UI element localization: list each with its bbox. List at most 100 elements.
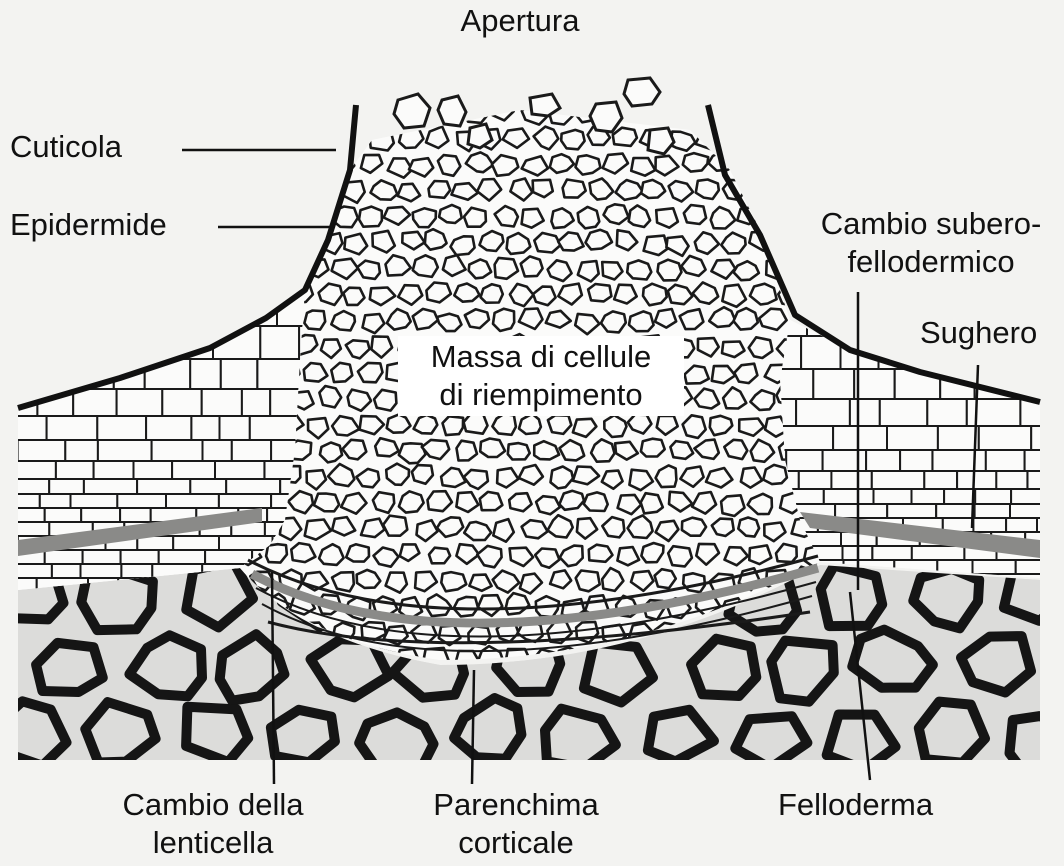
filling-cell [443,416,464,435]
filling-cell [533,180,553,197]
bark-cell [1010,504,1044,518]
bark-cell [8,461,56,479]
bark-cell [1025,450,1064,471]
bark-cell [1044,574,1064,588]
bark-cell [94,461,134,479]
filling-cell [277,154,300,175]
bark-cell [8,494,40,508]
bark-cell [98,440,152,461]
filling-cell [781,127,800,146]
bark-cell [979,426,1031,450]
bark-cell [202,389,242,416]
filling-cell [370,129,394,151]
bark-cell [121,564,152,578]
bark-cell [97,416,146,440]
bark-cell [912,546,965,560]
filling-cell [764,102,787,121]
bark-cell [172,461,215,479]
filling-cell [522,520,548,538]
filling-cell [641,543,663,562]
filling-cell [584,492,608,511]
bark-cell [1031,426,1064,450]
filling-cell [464,522,491,540]
bark-cell [159,550,205,564]
bark-cell [835,504,887,518]
bark-cell [166,290,203,326]
bark-cell [823,450,867,471]
bark-cell [221,359,257,389]
filling-cell [223,104,247,122]
filling-cell [683,105,709,124]
bark-cell [203,290,247,326]
filling-cell [266,544,287,562]
filling-cell [469,259,492,278]
label-epidermide: Epidermide [10,206,167,244]
filling-cell [752,182,774,201]
bark-cell [975,489,1011,504]
filling-cell [387,414,411,432]
filling-cell [439,205,462,223]
bark-cell [937,560,972,574]
bark-cell [781,426,834,450]
filling-cell [318,128,342,146]
label-cambio-lent-line1: Cambio della [88,786,338,824]
bark-cell [81,564,122,578]
label-apertura: Apertura [420,2,620,40]
bark-cell [77,326,107,359]
bark-cell [927,399,967,426]
bark-cell [872,546,912,560]
filling-cell [791,153,811,173]
bark-cell [796,399,850,426]
filling-cell [253,259,276,277]
bark-cell [933,450,986,471]
bark-cell [872,471,925,489]
bark-cell [887,426,938,450]
bark-cell [924,471,957,489]
filling-cell [789,103,813,122]
filling-cell [224,308,246,328]
bark-cell [121,550,159,564]
bark-cell [81,508,120,522]
bark-cell [1006,518,1037,532]
filling-cell [429,548,450,564]
filling-cell [766,207,788,228]
filling-cell [643,284,667,306]
label-sughero: Sughero [920,314,1037,352]
bark-cell [219,494,271,508]
parenchyma-cell [735,716,807,768]
filling-cell [362,103,385,124]
filling-cell [373,492,394,513]
bark-cell [0,326,42,359]
filling-cell [629,311,654,331]
filling-cell [264,129,286,148]
bark-cell [205,550,252,564]
filling-cell [658,260,682,281]
filling-cell [722,129,746,148]
filling-cell [684,205,706,224]
bark-cell [152,440,203,461]
filling-cell [641,493,663,513]
bark-cell [1028,471,1058,489]
label-felloderma: Felloderma [778,786,933,824]
filling-cell [302,208,325,227]
bark-cell [47,416,98,440]
bark-cell [43,290,82,326]
label-cambio-della-lenticella: Cambio della lenticella [88,786,338,862]
bark-cell [52,564,81,578]
bark-cell [973,560,1016,574]
bark-cell [45,359,80,389]
bark-cell [944,489,975,504]
bark-cell [73,389,116,416]
bark-cell [146,416,191,440]
filling-cell [627,260,651,279]
bark-cell [117,389,163,416]
bark-cell [84,479,137,494]
label-parenchima-line2: corticale [396,824,636,862]
bark-cell [219,536,273,550]
filling-cell [808,285,831,301]
filling-cell [578,207,600,229]
filling-cell [237,128,262,148]
bark-cell [45,550,83,564]
filling-cell [601,311,626,332]
